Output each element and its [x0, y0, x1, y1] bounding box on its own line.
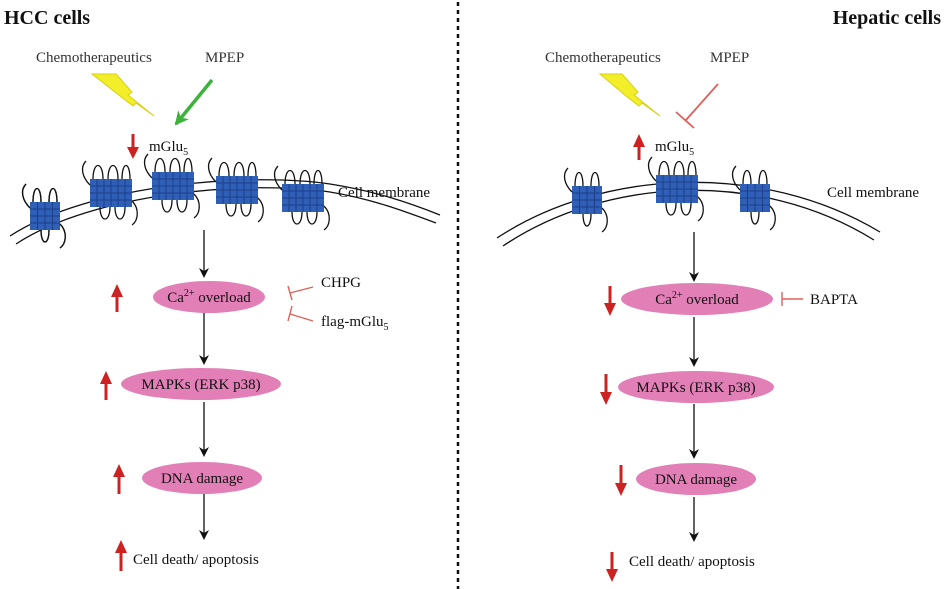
left-panel-title: HCC cells — [4, 7, 90, 29]
flag-mglu5-label: flag-mGlu5 — [321, 314, 388, 333]
left-panel: HCC cells Chemotherapeutics MPEP mGlu5 C… — [4, 7, 441, 571]
right-mapk-node — [618, 371, 774, 403]
right-ca-node — [621, 283, 773, 315]
down-arrow-icon — [606, 552, 618, 582]
inhibit-icon — [781, 292, 803, 306]
receptor-icon — [143, 153, 200, 219]
inhibit-icon — [675, 83, 719, 129]
receptor-icon — [21, 183, 66, 249]
left-death-label: Cell death/ apoptosis — [133, 552, 259, 568]
up-arrow-icon — [115, 540, 127, 571]
receptor-icon — [731, 165, 776, 231]
left-chemo-label: Chemotherapeutics — [36, 50, 152, 66]
left-mapk-node — [121, 368, 281, 400]
left-ca-node — [153, 281, 265, 313]
down-arrow-icon — [600, 374, 612, 405]
up-arrow-icon — [111, 284, 123, 312]
bapta-label: BAPTA — [810, 292, 858, 308]
right-membrane-label: Cell membrane — [827, 185, 919, 201]
right-mpep-label: MPEP — [710, 50, 749, 66]
up-arrow-icon — [633, 134, 645, 160]
up-arrow-icon — [113, 464, 125, 494]
lightning-icon — [598, 73, 661, 117]
receptor-icon — [563, 167, 608, 233]
svg-text:DNA damage: DNA damage — [655, 472, 737, 488]
down-arrow-icon — [615, 465, 627, 496]
right-panel-title: Hepatic cells — [833, 7, 942, 29]
inhibit-icon — [287, 305, 314, 322]
left-mpep-label: MPEP — [205, 50, 244, 66]
svg-text:DNA damage: DNA damage — [161, 471, 243, 487]
receptor-icon — [647, 156, 704, 222]
receptor-icon — [81, 160, 138, 226]
svg-text:Ca2+ overload: Ca2+ overload — [655, 290, 739, 308]
receptor-icon — [207, 157, 264, 223]
left-membrane-label: Cell membrane — [338, 185, 430, 201]
down-arrow-icon — [127, 134, 139, 159]
lightning-icon — [90, 73, 155, 117]
mpep-activate-arrow — [174, 78, 214, 126]
svg-text:Ca2+ overload: Ca2+ overload — [167, 288, 251, 306]
left-dna-node — [142, 462, 262, 494]
inhibit-icon — [287, 285, 314, 301]
chpg-label: CHPG — [321, 275, 361, 291]
up-arrow-icon — [100, 371, 112, 400]
left-receptor-label: mGlu5 — [149, 139, 188, 158]
left-cell-membrane — [9, 179, 441, 237]
svg-text:MAPKs (ERK p38): MAPKs (ERK p38) — [636, 380, 755, 396]
right-panel: Hepatic cells Chemotherapeutics MPEP mGl… — [496, 7, 942, 582]
right-dna-node — [636, 463, 756, 495]
right-death-label: Cell death/ apoptosis — [629, 554, 755, 570]
right-receptor-label: mGlu5 — [655, 139, 694, 158]
right-chemo-label: Chemotherapeutics — [545, 50, 661, 66]
down-arrow-icon — [604, 286, 616, 316]
receptor-icon — [273, 165, 330, 231]
svg-text:MAPKs (ERK p38): MAPKs (ERK p38) — [141, 377, 260, 393]
